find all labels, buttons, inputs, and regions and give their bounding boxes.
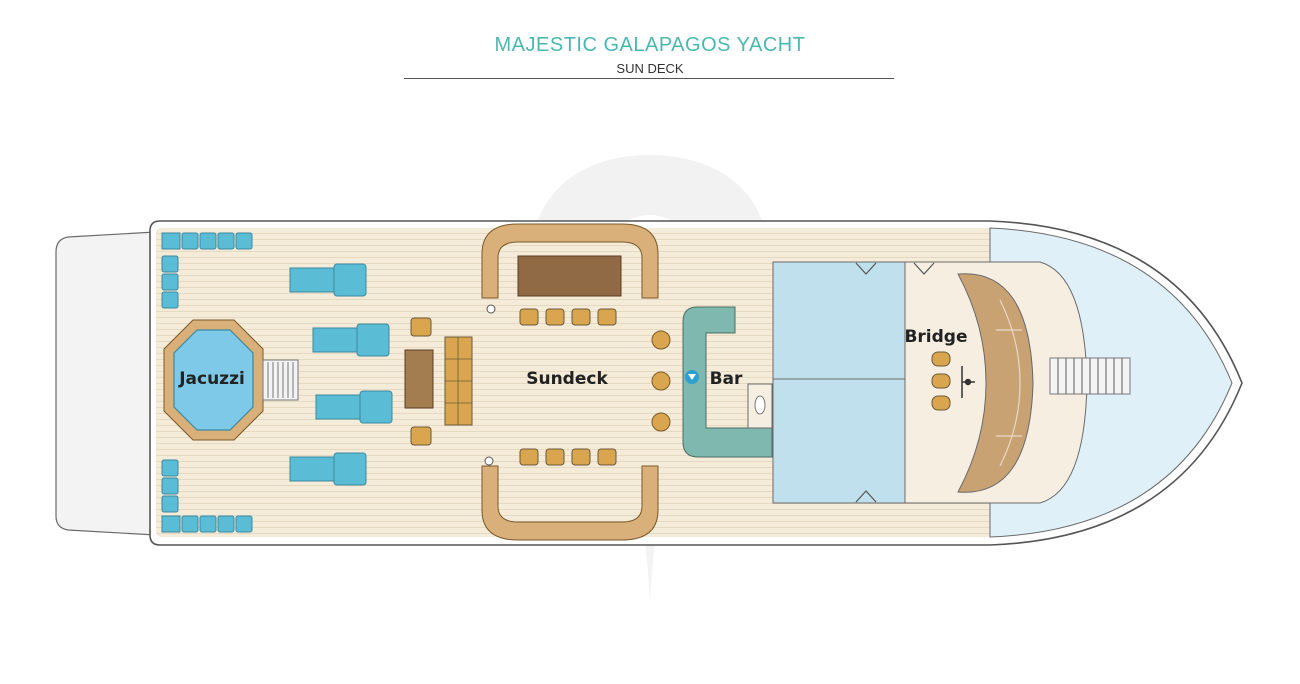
sofa-top [481,223,659,299]
cabin-doors [855,262,935,503]
stool-row-bottom [519,448,617,466]
sofa-rail-rings [484,304,496,466]
center-table [404,349,434,409]
center-stools [410,317,432,446]
helm-wheel [961,366,975,398]
bar-stools [651,330,671,432]
bar-label: Bar [710,369,743,389]
bridge-seats [931,351,951,411]
jacuzzi-pool [173,329,254,431]
title-divider [404,78,894,79]
stern-platform [55,231,156,536]
jacuzzi-steps [262,359,299,401]
cabin-block-lower [772,378,906,504]
bar-icon [685,370,699,384]
stool-row-top [519,308,617,326]
page-title: MAJESTIC GALAPAGOS YACHT [494,34,806,56]
bow-ladder [1049,357,1131,395]
bridge-label: Bridge [904,327,967,347]
bar-sink [754,395,766,415]
center-bench-dividers [445,337,472,425]
stern-bench-cushions [161,232,253,533]
sun-loungers [289,263,393,486]
sundeck-label: Sundeck [526,369,608,389]
jacuzzi-label: Jacuzzi [178,369,245,389]
page-header: MAJESTIC GALAPAGOS YACHT SUN DECK [0,0,1300,90]
bridge-window-frame [996,299,1022,467]
bridge-console [957,273,1034,493]
cabin-block-upper [772,261,906,380]
page-subtitle: SUN DECK [616,61,684,76]
sofa-bottom [481,465,659,541]
table-top [517,255,622,297]
bar-counter [682,306,773,458]
